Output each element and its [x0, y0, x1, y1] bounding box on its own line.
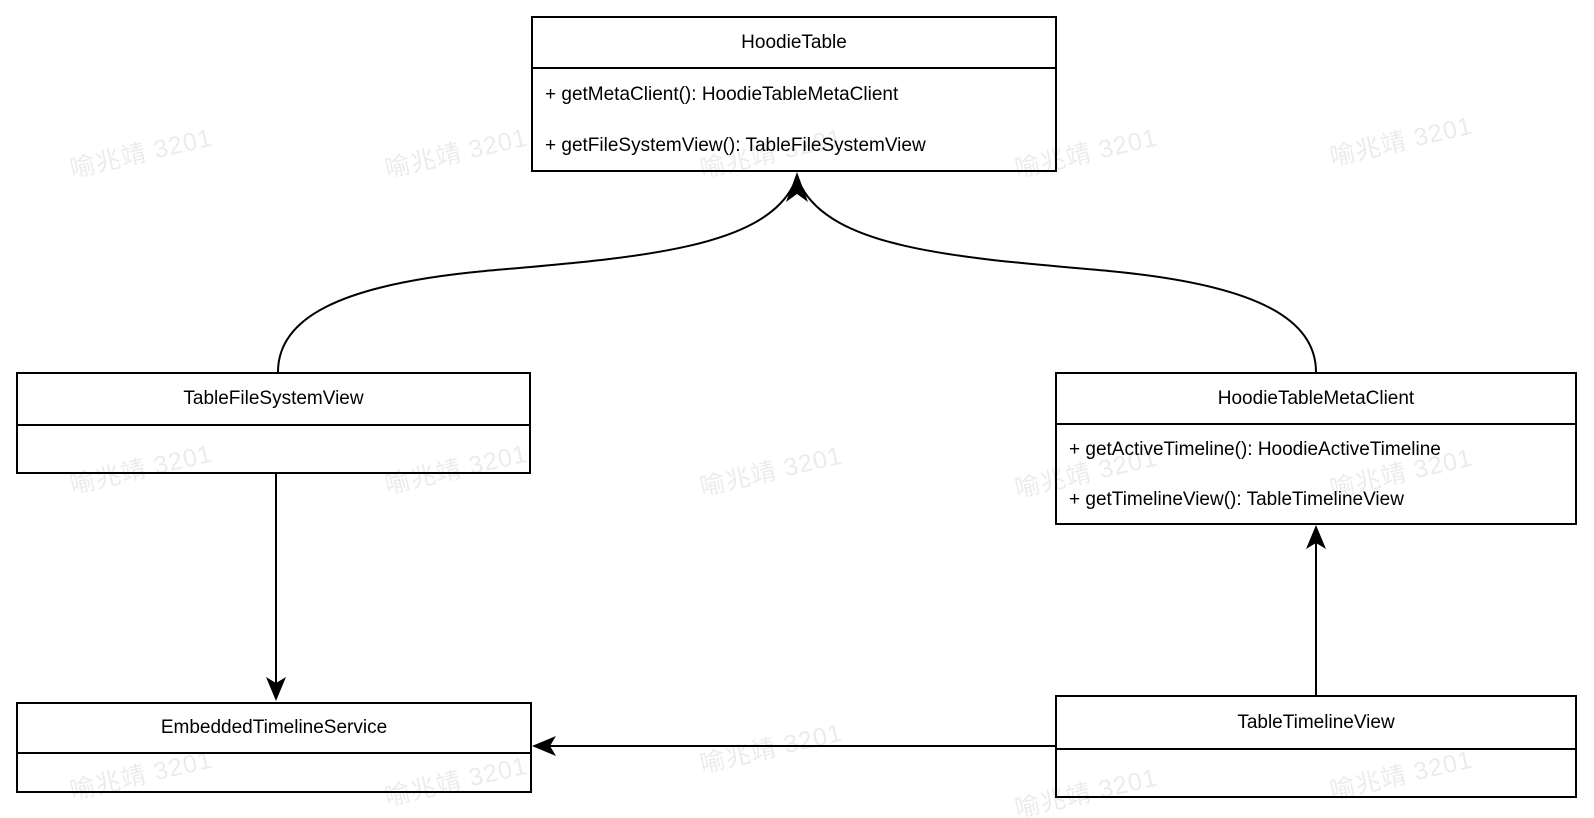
empty-compartment [1057, 750, 1575, 796]
methods-compartment: + getMetaClient(): HoodieTableMetaClient… [533, 69, 1055, 171]
arrowhead-to-embeddedtimelineservice-right [532, 736, 556, 756]
method-getmetaclient: + getMetaClient(): HoodieTableMetaClient [545, 83, 899, 105]
watermark-text: 喻兆靖 3201 [67, 123, 216, 184]
watermark-text: 喻兆靖 3201 [697, 441, 846, 502]
class-box-tabletimelineview: TableTimelineView [1055, 695, 1577, 798]
methods-compartment: + getActiveTimeline(): HoodieActiveTimel… [1057, 425, 1575, 525]
class-name-hoodietablemetaclient: HoodieTableMetaClient [1057, 374, 1575, 425]
method-getfilesystemview: + getFileSystemView(): TableFileSystemVi… [545, 134, 926, 156]
class-box-tablefilesystemview: TableFileSystemView [16, 372, 531, 474]
arrow-tablefilesystemview-to-hoodietable [277, 185, 794, 373]
method-gettimelineview: + getTimelineView(): TableTimelineView [1069, 489, 1404, 510]
class-box-embeddedtimelineservice: EmbeddedTimelineService [16, 702, 532, 793]
arrowhead-to-hoodietablemetaclient [1306, 525, 1326, 549]
empty-compartment [18, 426, 529, 472]
arrow-hoodietablemetaclient-to-hoodietable [800, 185, 1317, 373]
watermark-text: 喻兆靖 3201 [382, 123, 531, 184]
class-name-hoodietable: HoodieTable [533, 18, 1055, 69]
arrowhead-to-embeddedtimelineservice-top [266, 677, 286, 701]
class-box-hoodietable: HoodieTable + getMetaClient(): HoodieTab… [531, 16, 1057, 172]
watermark-text: 喻兆靖 3201 [697, 718, 846, 779]
class-box-hoodietablemetaclient: HoodieTableMetaClient + getActiveTimelin… [1055, 372, 1577, 525]
arrowhead-to-hoodietable [786, 172, 808, 202]
class-name-tabletimelineview: TableTimelineView [1057, 697, 1575, 750]
watermark-text: 喻兆靖 3201 [1327, 111, 1476, 172]
method-getactivetimeline: + getActiveTimeline(): HoodieActiveTimel… [1069, 439, 1441, 460]
class-name-embeddedtimelineservice: EmbeddedTimelineService [18, 704, 530, 754]
empty-compartment [18, 754, 530, 791]
class-name-tablefilesystemview: TableFileSystemView [18, 374, 529, 426]
